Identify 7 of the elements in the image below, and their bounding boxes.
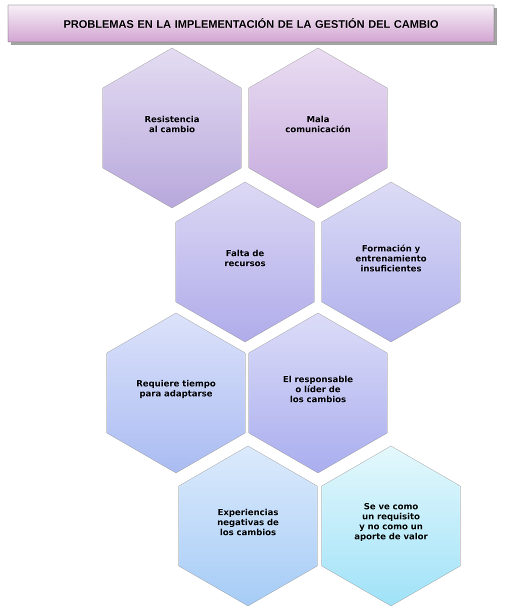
- hexagon: Requiere tiempo para adaptarse: [106, 312, 246, 474]
- hexagon: Formación y entrenamiento insuficientes: [322, 182, 460, 342]
- hexagon: Experiencias negativas de los cambios: [178, 446, 318, 606]
- hexagon: Resistencia al cambio: [102, 48, 242, 208]
- title-box: PROBLEMAS EN LA IMPLEMENTACIÓN DE LA GESTIÓN DEL CAMBIO: [8, 4, 497, 45]
- hexagon: Mala comunicación: [248, 48, 388, 208]
- hexagon: Se ve como un requisito y no como un aporte de valor: [322, 446, 460, 606]
